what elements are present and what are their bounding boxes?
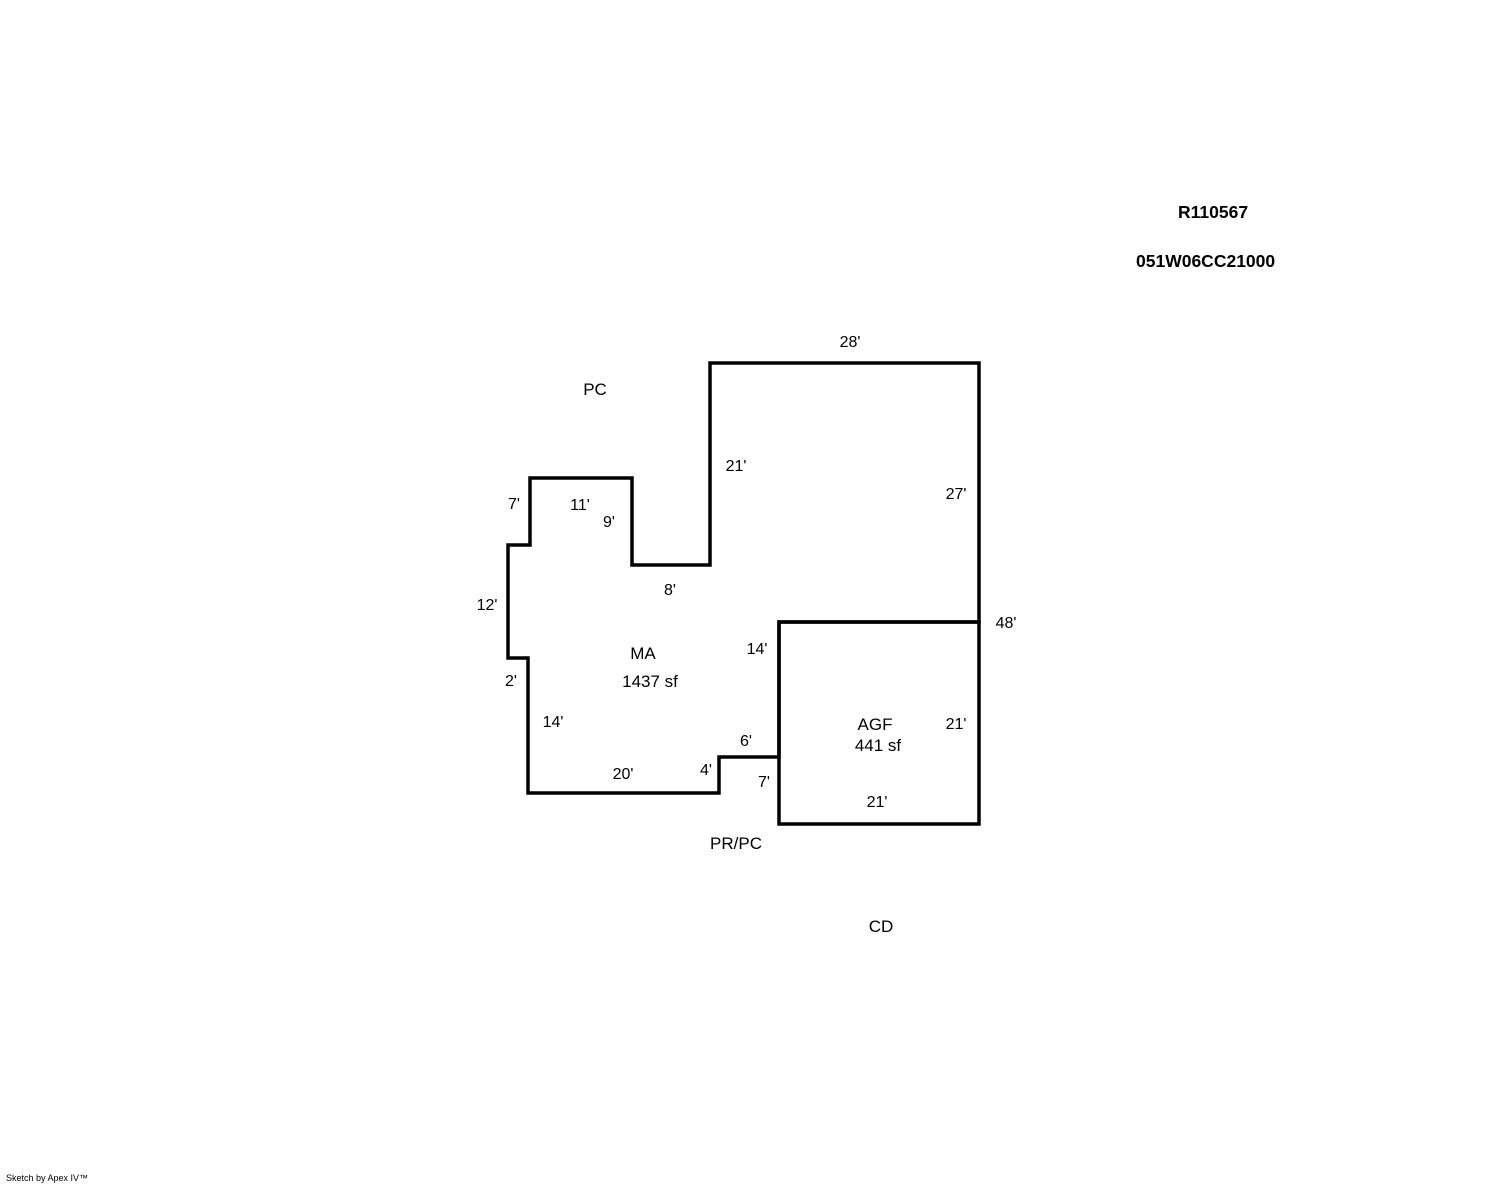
attached-garage-outline	[777, 620, 981, 826]
dim-14ft-agf-left: 14'	[747, 641, 768, 658]
dim-7ft-bottom: 7'	[758, 774, 770, 791]
dim-4ft: 4'	[700, 762, 712, 779]
dim-7ft-upper-left: 7'	[508, 496, 520, 513]
dim-9ft: 9'	[603, 514, 615, 531]
dim-8ft: 8'	[664, 582, 676, 599]
dim-11ft: 11'	[570, 497, 590, 514]
dim-2ft: 2'	[505, 673, 517, 690]
dim-21ft-agf-right: 21'	[946, 716, 967, 733]
sketch-credit: Sketch by Apex IV™	[6, 1173, 89, 1183]
code-pc: PC	[583, 380, 607, 399]
area-agf-code: AGF	[858, 715, 893, 734]
area-ma-code: MA	[630, 644, 656, 663]
code-pr-pc: PR/PC	[710, 834, 762, 853]
dim-20ft: 20'	[613, 766, 634, 783]
dim-6ft: 6'	[740, 733, 752, 750]
dim-21ft-upper-left: 21'	[726, 458, 747, 475]
parcel-id: 051W06CC21000	[1136, 251, 1276, 271]
code-cd: CD	[869, 917, 894, 936]
area-ma-sf: 1437 sf	[622, 672, 678, 691]
dim-14ft-left: 14'	[543, 714, 564, 731]
area-agf-sf: 441 sf	[855, 736, 902, 755]
dim-27ft-right: 27'	[946, 486, 967, 503]
dim-12ft: 12'	[477, 597, 498, 614]
dim-top-28ft: 28'	[840, 334, 861, 351]
main-area-outline	[506, 361, 981, 795]
dim-48ft: 48'	[996, 615, 1017, 632]
dim-21ft-agf-bottom: 21'	[867, 794, 888, 811]
record-id: R110567	[1178, 202, 1249, 222]
